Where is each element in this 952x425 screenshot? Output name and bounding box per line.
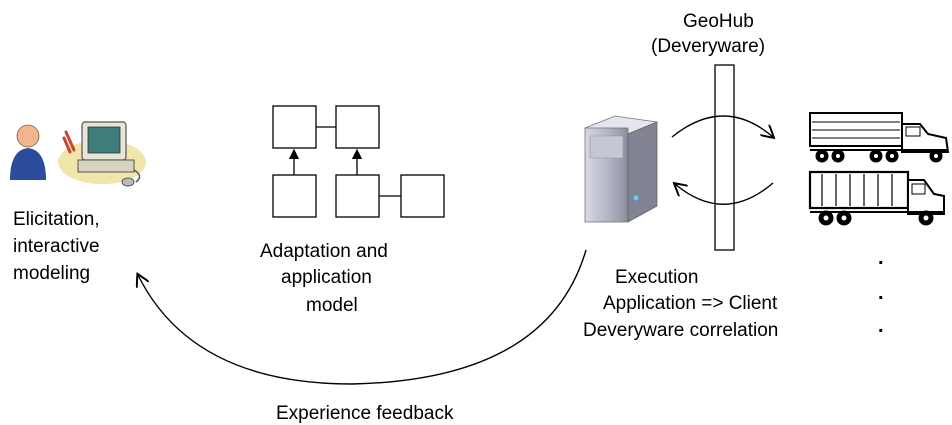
feedback-arrow (138, 249, 587, 385)
exchange-arrow-out (671, 115, 773, 137)
adaptation-label-line2: application (281, 267, 372, 288)
model-box (335, 105, 380, 149)
adaptation-label-line1: Adaptation and (260, 241, 388, 262)
execution-label-line3: Deveryware correlation (583, 320, 779, 341)
elicitation-label-line2: interactive (13, 236, 100, 257)
more-dot-1: . (878, 247, 884, 269)
adaptation-label-line3: model (306, 295, 358, 316)
semi-truck-icon (809, 112, 950, 163)
execution-label-line1: Execution (615, 267, 699, 288)
feedback-label: Experience feedback (276, 403, 454, 424)
more-dot-2: . (878, 282, 884, 304)
geohub-sublabel: (Deveryware) (651, 36, 766, 57)
elicitation-label-line3: modeling (13, 263, 91, 284)
adaptation-model-graph (272, 105, 445, 218)
exchange-arrow-in (675, 183, 774, 205)
model-box (272, 174, 317, 218)
geohub-label: GeoHub (683, 11, 754, 32)
desktop-computer-icon (58, 121, 146, 187)
more-dot-3: . (878, 315, 884, 337)
model-box (272, 105, 317, 149)
execution-label-line2: Application => Client (603, 293, 778, 314)
server-tower-icon (583, 115, 659, 223)
person-icon (10, 124, 46, 180)
elicitation-label-line1: Elicitation, (13, 209, 100, 230)
model-box (400, 174, 445, 218)
dump-truck-icon (808, 170, 945, 226)
model-box (335, 174, 380, 218)
geohub-bar (714, 64, 735, 251)
